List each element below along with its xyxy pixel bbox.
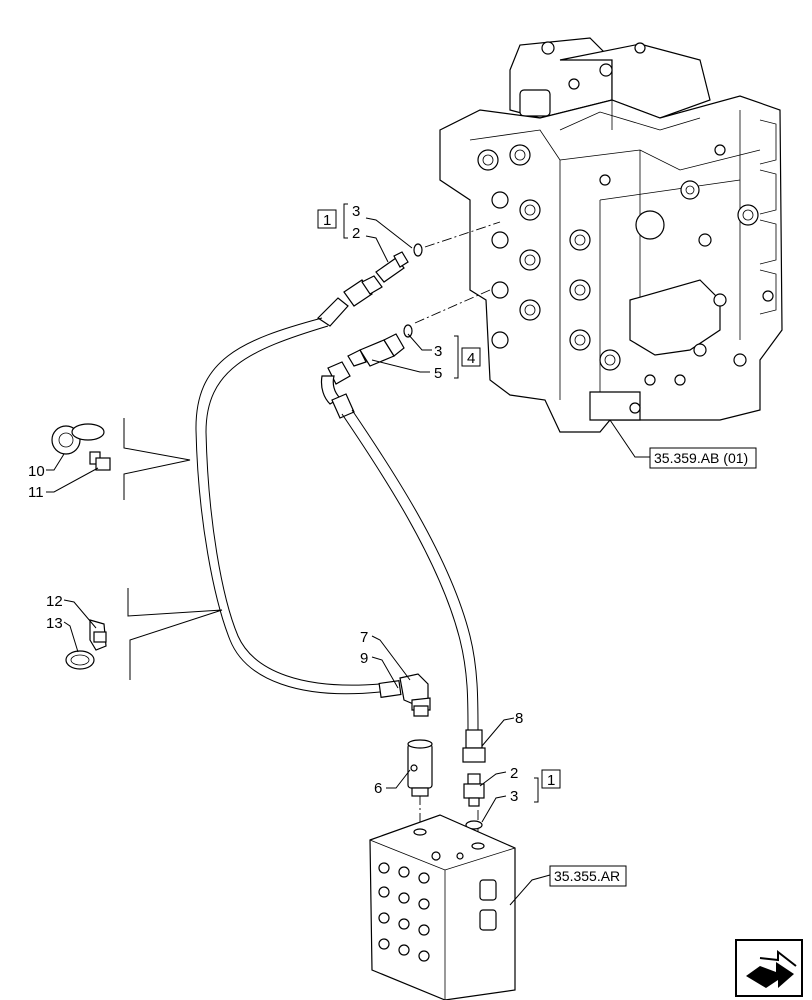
group-box-bot: 1 [541, 769, 561, 789]
upper-adapter-fitting [375, 243, 423, 283]
callout-2-top: 2 [352, 225, 360, 242]
middle-adapter-fitting [347, 324, 413, 367]
left-hose-nut [317, 275, 383, 327]
callout-11: 11 [28, 484, 44, 501]
reference-main-valve[interactable]: 35.359.AB (01) [649, 447, 757, 469]
callout-2-bot: 2 [510, 765, 518, 782]
group-box-top-label: 1 [323, 212, 331, 229]
callout-9: 9 [360, 650, 368, 667]
callout-7: 7 [360, 629, 368, 646]
left-hose [195, 317, 381, 695]
check-valve [407, 739, 433, 797]
callout-12: 12 [46, 593, 63, 610]
manifold-block [369, 814, 516, 1000]
reference-block-label[interactable]: 35.355.AR [554, 868, 620, 884]
group-box-top: 1 [317, 209, 337, 229]
callout-13: 13 [46, 615, 63, 632]
leader-lines [46, 203, 650, 906]
callout-5-mid: 5 [434, 365, 442, 382]
right-hose [341, 409, 479, 731]
lower-adapter-fitting [463, 773, 485, 830]
callout-6: 6 [374, 780, 382, 797]
callout-10: 10 [28, 463, 45, 480]
reference-block[interactable]: 35.355.AR [549, 865, 627, 887]
group-box-mid: 4 [461, 347, 481, 367]
hose-clamp-detail [51, 418, 191, 500]
callout-3-bot: 3 [510, 788, 518, 805]
left-hose-end-fitting [378, 673, 431, 717]
alignment-line-mid [414, 289, 491, 324]
group-box-mid-label: 4 [467, 350, 475, 367]
callout-8: 8 [515, 710, 523, 727]
callout-3-mid: 3 [434, 343, 442, 360]
right-hose-start [320, 361, 355, 419]
manifold-ports [378, 851, 464, 962]
group-box-bot-label: 1 [547, 772, 555, 789]
right-hose-end-fitting [462, 729, 486, 763]
main-control-valve [439, 37, 783, 433]
callout-3-top: 3 [352, 203, 360, 220]
next-page-arrow-icon[interactable] [735, 939, 803, 997]
reference-main-valve-label[interactable]: 35.359.AB (01) [654, 450, 748, 466]
alignment-line-top [424, 221, 501, 248]
clip-detail [65, 588, 223, 680]
